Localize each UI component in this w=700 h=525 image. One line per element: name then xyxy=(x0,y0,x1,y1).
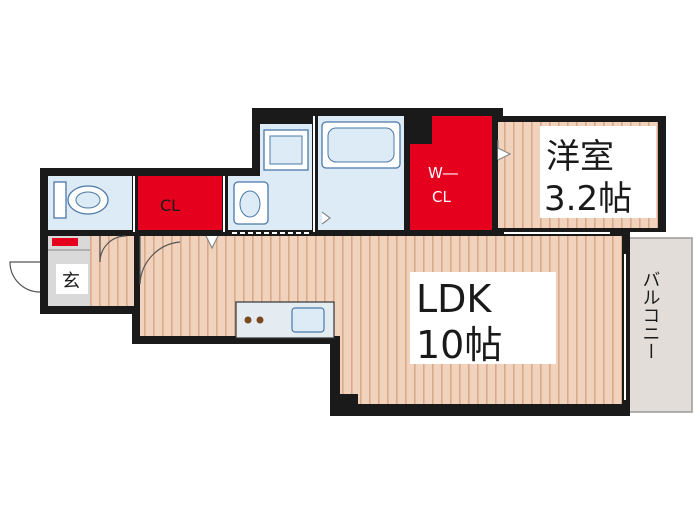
door-swing-icon xyxy=(9,140,512,293)
toilet-icon xyxy=(53,181,109,219)
stove-icon xyxy=(244,316,264,324)
entrance-label: 玄 xyxy=(62,271,80,292)
western-room-size: 3.2帖 xyxy=(544,179,632,219)
western-room-name: 洋室 xyxy=(546,137,614,177)
bathtub-icon xyxy=(321,121,401,169)
shower-icon xyxy=(263,129,309,171)
western-room-label-bg xyxy=(540,126,656,218)
kitchen-counter xyxy=(235,301,335,339)
walk-in-closet-label-line2: CL xyxy=(432,188,451,206)
ldk-label-bg xyxy=(410,272,556,364)
sink-icon xyxy=(291,307,325,333)
washbasin-icon xyxy=(233,181,269,225)
balcony xyxy=(627,237,693,413)
ldk-size: 10帖 xyxy=(416,323,502,367)
ldk-name: LDK xyxy=(416,277,492,321)
walk-in-closet-label-line1: W― xyxy=(428,164,458,182)
closet xyxy=(138,176,222,230)
closet-label: CL xyxy=(160,196,180,215)
hall-floor xyxy=(90,236,134,306)
balcony-label: バルコニー xyxy=(640,270,661,360)
entrance-label-bg xyxy=(56,264,88,294)
shoe-cabinet xyxy=(52,238,78,246)
